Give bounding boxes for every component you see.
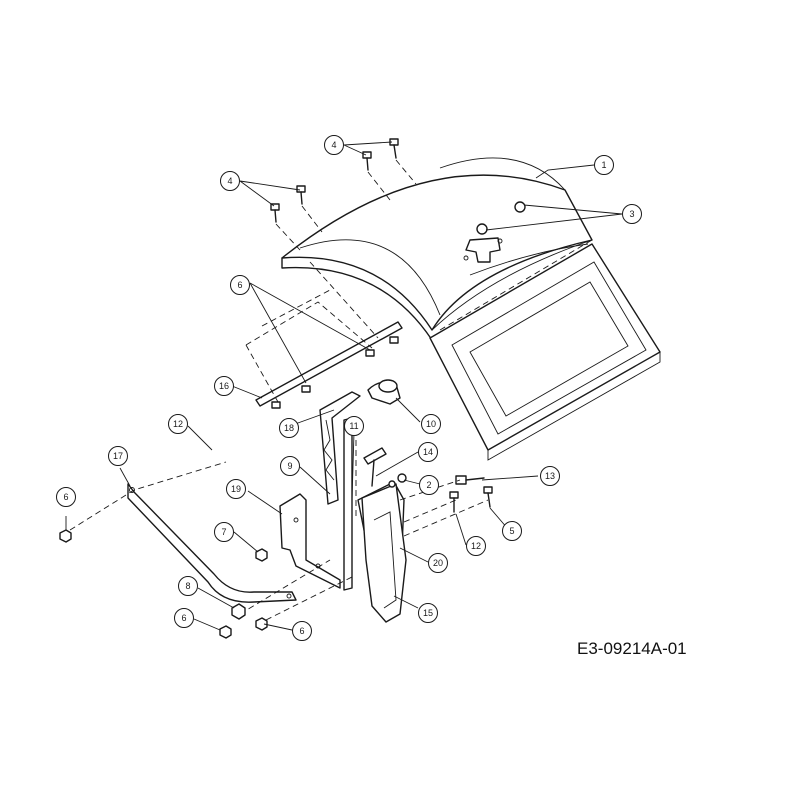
svg-text:6: 6 (181, 613, 186, 623)
callout-10: 10 (421, 414, 441, 434)
shield-part (281, 157, 593, 341)
svg-text:6: 6 (237, 280, 242, 290)
callout-7: 7 (214, 522, 234, 542)
side-plate (361, 483, 407, 623)
svg-text:16: 16 (219, 381, 229, 391)
flat-panel (429, 239, 661, 461)
callout-6-upper: 6 (230, 275, 250, 295)
callout-4-left: 4 (220, 171, 240, 191)
callout-12-left: 12 (168, 414, 188, 434)
svg-text:2: 2 (426, 480, 431, 490)
svg-text:18: 18 (284, 423, 294, 433)
svg-text:9: 9 (287, 461, 292, 471)
nut-icon (59, 529, 268, 639)
callout-9: 9 (280, 456, 300, 476)
callout-18: 18 (279, 418, 299, 438)
callout-16: 16 (214, 376, 234, 396)
svg-text:15: 15 (423, 608, 433, 618)
bolt-icon (270, 138, 417, 251)
svg-text:19: 19 (231, 484, 241, 494)
callout-17: 17 (108, 446, 128, 466)
svg-text:8: 8 (185, 581, 190, 591)
control-rod (69, 461, 355, 621)
shield-fastener-icon (463, 201, 526, 263)
callout-4-top: 4 (324, 135, 344, 155)
svg-text:4: 4 (227, 176, 232, 186)
svg-text:6: 6 (63, 492, 68, 502)
svg-text:5: 5 (509, 526, 514, 536)
svg-text:20: 20 (433, 558, 443, 568)
drawing-code: E3-09214A-01 (577, 639, 687, 658)
callout-13: 13 (540, 466, 560, 486)
callout-2: 2 (419, 475, 439, 495)
callout-20: 20 (428, 553, 448, 573)
callout-6-left: 6 (56, 487, 76, 507)
svg-text:7: 7 (221, 527, 226, 537)
callout-8: 8 (178, 576, 198, 596)
leader-lines (65, 141, 623, 631)
svg-text:1: 1 (601, 160, 606, 170)
callout-6-bottom-left: 6 (174, 608, 194, 628)
svg-text:17: 17 (113, 451, 123, 461)
svg-text:12: 12 (173, 419, 183, 429)
callout-5: 5 (502, 521, 522, 541)
callout-3: 3 (622, 204, 642, 224)
callouts: 1 2 3 4 4 5 6 6 6 6 7 8 9 10 11 12 12 13… (56, 135, 642, 641)
callout-15: 15 (418, 603, 438, 623)
svg-text:6: 6 (299, 626, 304, 636)
lever-arm (319, 391, 361, 591)
svg-text:4: 4 (331, 140, 336, 150)
svg-text:14: 14 (423, 447, 433, 457)
callout-11: 11 (344, 416, 364, 436)
callout-14: 14 (418, 442, 438, 462)
callout-19: 19 (226, 479, 246, 499)
callout-12-right: 12 (466, 536, 486, 556)
svg-text:12: 12 (471, 541, 481, 551)
callout-1: 1 (594, 155, 614, 175)
support-rod (245, 261, 403, 409)
svg-text:11: 11 (349, 421, 358, 431)
callout-6-bottom-right: 6 (292, 621, 312, 641)
handle-grip (367, 379, 401, 405)
svg-text:13: 13 (545, 471, 555, 481)
svg-text:3: 3 (629, 209, 634, 219)
svg-text:10: 10 (426, 419, 436, 429)
